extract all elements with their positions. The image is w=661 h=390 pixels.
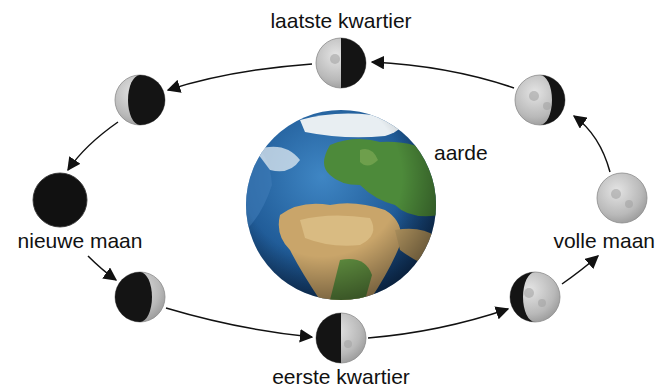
phase-label: nieuwe maan xyxy=(18,229,143,252)
moon-phase-node: eerste kwartier xyxy=(272,313,410,388)
phase-label: laatste kwartier xyxy=(270,9,411,32)
moon-phase-node: laatste kwartier xyxy=(270,9,411,88)
phase-label: volle maan xyxy=(553,229,655,252)
moon-phase-node: nieuwe maan xyxy=(18,173,143,253)
moon-phase-node: volle maan xyxy=(553,174,655,253)
earth-node: aarde xyxy=(246,110,488,300)
phase-label: eerste kwartier xyxy=(272,365,410,388)
phase-label: aarde xyxy=(434,141,488,164)
